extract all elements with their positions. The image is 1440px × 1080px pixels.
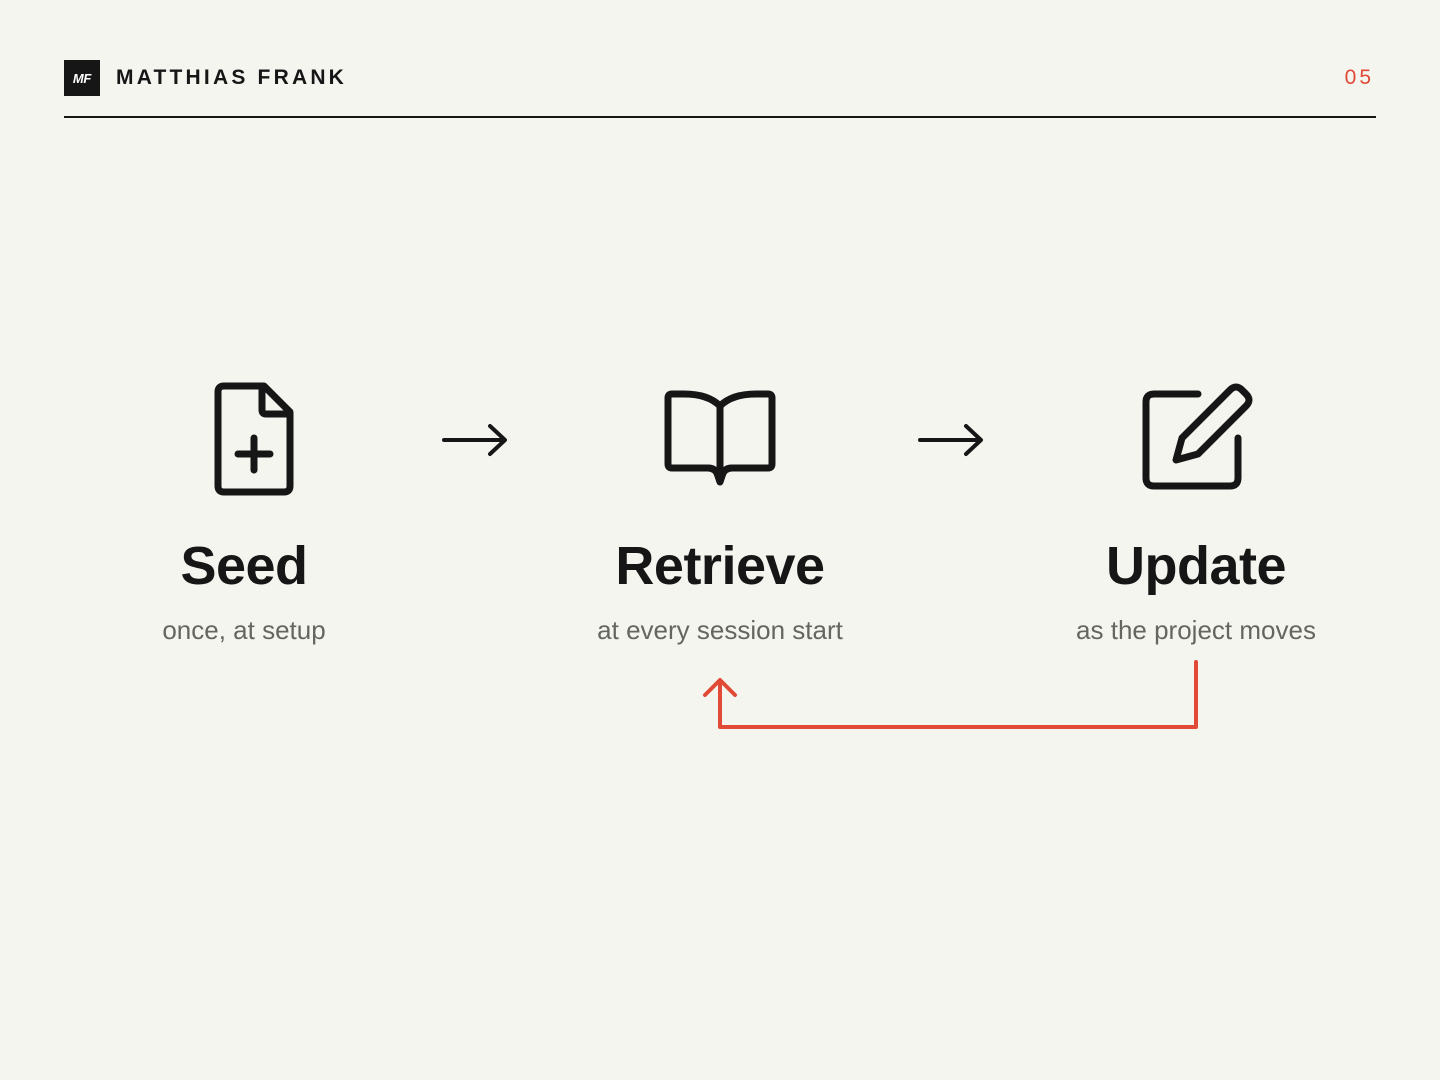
step-subtitle: as the project moves — [1076, 615, 1316, 645]
step-subtitle: once, at setup — [162, 615, 326, 645]
step-subtitle: at every session start — [597, 615, 843, 645]
step-update: Update as the project moves — [996, 380, 1396, 648]
file-plus-icon — [214, 382, 294, 496]
step-title: Seed — [180, 536, 308, 596]
page-number: 05 — [1344, 66, 1374, 89]
brand-name: MATTHIAS FRANK — [116, 66, 348, 89]
arrow-right-icon — [918, 424, 983, 456]
header: MF MATTHIAS FRANK 05 — [64, 60, 1376, 96]
step-retrieve: Retrieve at every session start — [520, 380, 920, 648]
header-divider — [64, 116, 1376, 118]
feedback-loop-arrow — [703, 660, 1198, 729]
logo: MF — [64, 60, 100, 96]
step-seed: Seed once, at setup — [44, 380, 444, 648]
arrow-right-icon — [442, 424, 507, 456]
step-title: Update — [1105, 536, 1287, 596]
step-title: Retrieve — [615, 536, 825, 596]
edit-icon — [1142, 383, 1253, 490]
book-open-icon — [664, 390, 776, 486]
